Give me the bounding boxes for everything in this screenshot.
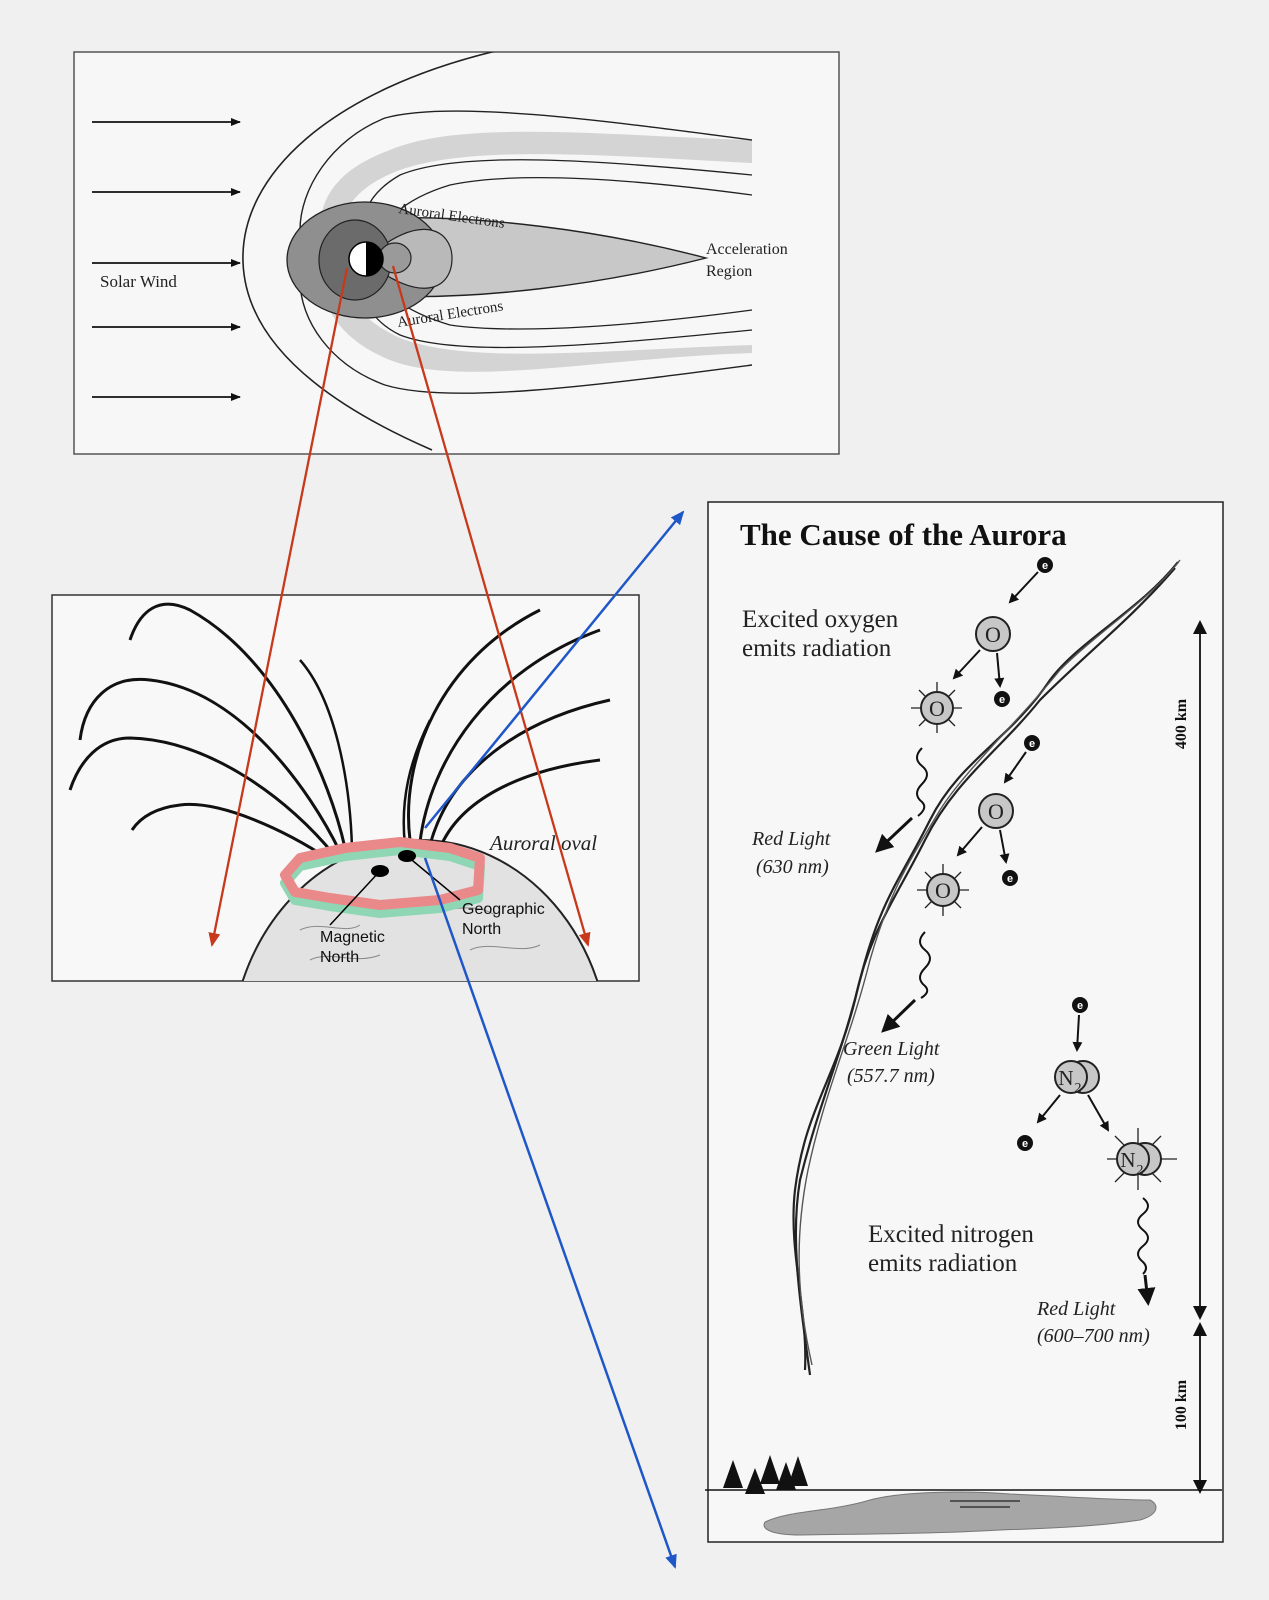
geographic-north-label-2: North: [462, 921, 501, 938]
glowing-nitrogen-icon: N 2: [1107, 1128, 1177, 1190]
magnetosphere-panel: Solar Wind Auroral Electrons Auroral Ele…: [73, 51, 840, 455]
electron-icon: e: [1037, 557, 1053, 573]
acceleration-region-label: Region: [706, 263, 752, 280]
electron-path-arrow: [1008, 571, 1039, 604]
field-line-left: [128, 602, 347, 849]
excited-oxygen-label-2: emits radiation: [742, 635, 892, 662]
magnetic-north-label: Magnetic: [320, 929, 385, 946]
geographic-north-label: Geographic: [462, 901, 545, 918]
altitude-400-label: 400 km: [1173, 698, 1190, 749]
excited-nitrogen-label-2: emits radiation: [868, 1250, 1018, 1277]
oxygen-atom-icon: O: [978, 793, 1014, 829]
boundary-layer-bottom: [320, 270, 752, 372]
field-line-left: [130, 802, 331, 862]
blue-connector-arrow: [423, 857, 677, 1569]
green-light-label: Green Light: [843, 1038, 940, 1060]
svg-text:e: e: [999, 694, 1005, 706]
magnetopause-bottom: [299, 279, 753, 394]
electron-icon: e: [1002, 870, 1018, 886]
altitude-100-label: 100 km: [1173, 1379, 1190, 1430]
nitrogen-decay-arrow: [1036, 1094, 1061, 1124]
field-line-left: [299, 659, 354, 849]
trees-icon: [723, 1455, 808, 1494]
svg-text:e: e: [1077, 1000, 1083, 1012]
continent-outline: [299, 904, 541, 961]
svg-text:N: N: [1058, 1066, 1073, 1090]
lake: [763, 1491, 1157, 1536]
svg-text:O: O: [935, 878, 951, 903]
field-line-right: [438, 758, 601, 849]
acceleration-label: Acceleration: [706, 241, 788, 258]
magnetic-leader-line: [329, 870, 381, 926]
oxygen-decay-arrow: [952, 649, 981, 680]
field-line-right: [418, 628, 601, 843]
red-connector-arrow: [391, 265, 591, 947]
field-line-right: [428, 698, 611, 846]
field-line-right: [402, 719, 432, 846]
nitrogen-photon-wave: [1137, 1197, 1149, 1275]
svg-text:N: N: [1120, 1148, 1135, 1172]
electron-path-arrow: [999, 829, 1010, 864]
svg-text:e: e: [1007, 873, 1013, 885]
auroral-curtain-strand: [798, 559, 1181, 1366]
svg-text:O: O: [929, 696, 945, 721]
red-light-arrow: [875, 816, 914, 853]
boundary-layer-top: [320, 131, 752, 230]
electron-icon: e: [1024, 735, 1040, 751]
glowing-oxygen-icon: O: [917, 864, 969, 916]
nitrogen-red-light-arrow: [1137, 1274, 1156, 1306]
svg-text:e: e: [1042, 560, 1048, 572]
blue-connector-arrow: [424, 510, 685, 829]
bow-shock: [242, 52, 496, 451]
red-light-nitrogen-label: Red Light: [1036, 1298, 1116, 1320]
nitrogen-molecule-icon: N 2: [1054, 1060, 1100, 1096]
auroral-curtain-strand: [794, 561, 1179, 1376]
magnetic-north-label-2: North: [320, 949, 359, 966]
red-light-label: Red Light: [751, 828, 831, 850]
electron-icon: e: [994, 691, 1010, 707]
field-line-right: [407, 608, 541, 841]
geographic-leader-line: [406, 855, 461, 901]
red-wavelength-label: (630 nm): [756, 856, 829, 878]
globe-panel: Auroral oval Magnetic North Geographic N…: [51, 594, 640, 982]
electron-icon: e: [1072, 997, 1088, 1013]
svg-text:O: O: [988, 799, 1004, 824]
red-wavelength-nitrogen-label: (600–700 nm): [1037, 1325, 1150, 1347]
earth-night-side: [366, 242, 383, 276]
plasma-sheet: [379, 216, 709, 298]
electron-path-arrow: [1003, 751, 1027, 784]
svg-text:e: e: [1029, 738, 1035, 750]
cause-panel: The Cause of the Aurora Excited oxygen e…: [705, 501, 1224, 1543]
field-line-left: [68, 736, 337, 857]
inner-region-right: [378, 242, 412, 274]
green-light-arrow: [881, 998, 917, 1033]
glowing-oxygen-icon: O: [911, 682, 962, 733]
cause-title: The Cause of the Aurora: [740, 517, 1067, 552]
electron-path-arrow: [994, 652, 1005, 688]
excited-nitrogen-label: Excited nitrogen: [868, 1221, 1034, 1248]
cause-frame: [707, 501, 1224, 1543]
oxygen-decay-arrow: [956, 826, 983, 857]
electron-path-arrow: [1072, 1014, 1083, 1052]
excited-oxygen-label: Excited oxygen: [742, 606, 899, 633]
oxygen-atom-icon: O: [975, 616, 1011, 652]
green-photon-wave: [919, 931, 931, 999]
svg-text:e: e: [1022, 1138, 1028, 1150]
svg-text:O: O: [985, 622, 1001, 647]
green-wavelength-label: (557.7 nm): [847, 1065, 935, 1087]
magnetopause-top: [299, 110, 753, 231]
svg-text:2: 2: [1075, 1081, 1082, 1096]
field-line-left: [78, 677, 342, 853]
nitrogen-decay-arrow: [1087, 1094, 1109, 1132]
red-connector-arrow: [208, 267, 349, 947]
svg-text:2: 2: [1137, 1163, 1144, 1178]
red-photon-wave: [916, 747, 928, 817]
auroral-oval-label: Auroral oval: [488, 831, 597, 855]
auroral-oval: [280, 837, 485, 910]
solar-wind-label: Solar Wind: [100, 272, 177, 291]
electron-icon: e: [1017, 1135, 1033, 1151]
